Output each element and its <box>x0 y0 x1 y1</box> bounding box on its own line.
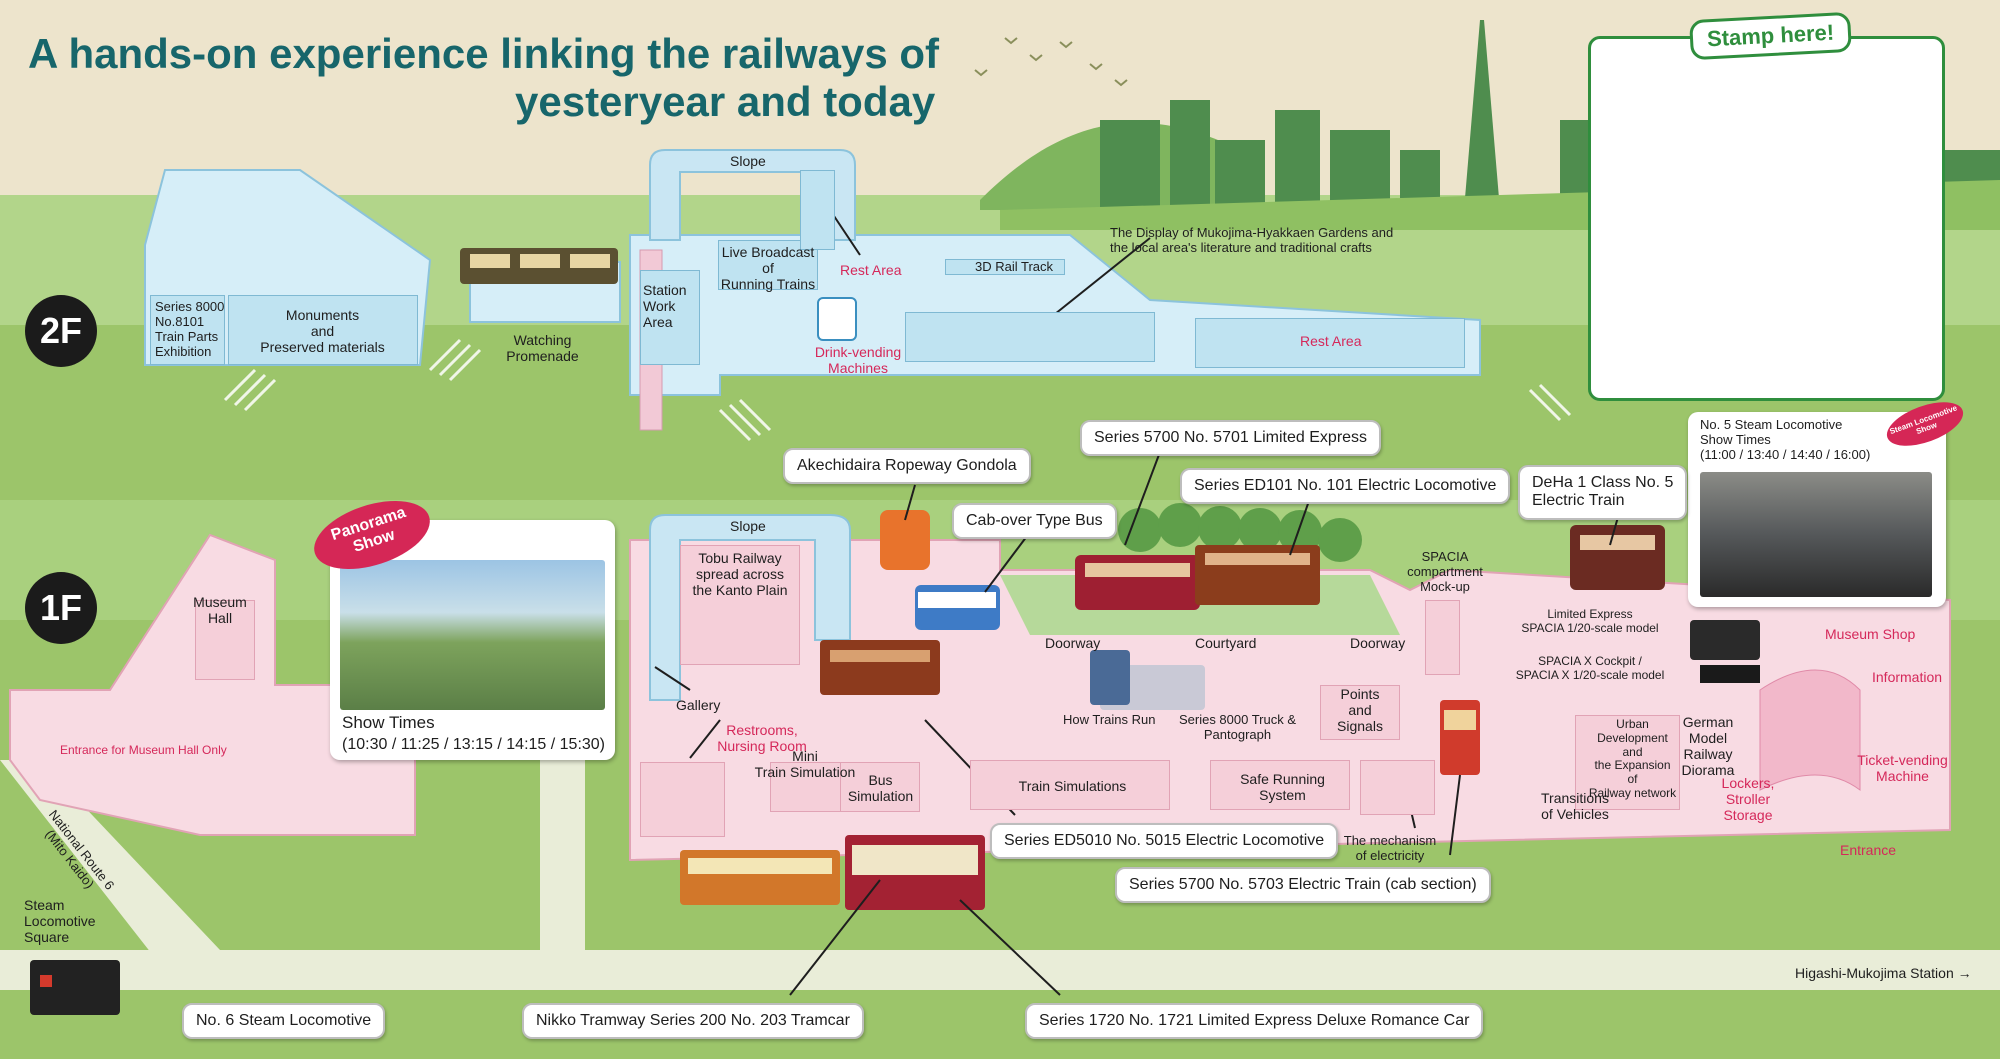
panorama-photo <box>340 560 605 710</box>
ticket-vending-label: Ticket-vending Machine <box>1857 752 1948 785</box>
panorama-show-times: (10:30 / 11:25 / 13:15 / 14:15 / 15:30) <box>342 736 606 753</box>
series-5703-callout: Series 5700 No. 5703 Electric Train (cab… <box>1115 867 1491 904</box>
floor-badge-2f: 2F <box>25 295 97 367</box>
train-sims-room <box>970 760 1170 810</box>
museum-shop-label: Museum Shop <box>1825 626 1916 642</box>
spacia-mock-room <box>1425 600 1460 675</box>
museum-hall-label: Museum Hall <box>193 594 247 627</box>
spacia-x-label: SPACIA X Cockpit / SPACIA X 1/20-scale m… <box>1515 654 1665 682</box>
lockers-label: Lockers, Stroller Storage <box>1721 775 1775 824</box>
no6-steam-callout: No. 6 Steam Locomotive <box>182 1003 386 1040</box>
steam-show-photo <box>1700 472 1932 597</box>
headline-line-1: A hands-on experience linking the railwa… <box>28 30 939 77</box>
entrance-label: Entrance <box>1840 842 1897 858</box>
doorway-label-1: Doorway <box>1045 635 1101 651</box>
points-room <box>1320 685 1400 740</box>
station-work-room <box>640 270 700 365</box>
entrance-hall-label: Entrance for Museum Hall Only <box>60 743 227 757</box>
display-room <box>905 312 1155 362</box>
headline-line-2: yesteryear and today <box>515 78 936 125</box>
monuments-room <box>228 295 418 365</box>
mechanism-label: The mechanism of electricity <box>1343 833 1437 863</box>
station-work-label: Station Work Area <box>643 282 687 331</box>
live-broadcast-label: Live Broadcast of Running Trains <box>720 244 816 293</box>
safe-running-room <box>1210 760 1350 810</box>
steam-show-text: No. 5 Steam Locomotive Show Times (11:00… <box>1700 417 1871 462</box>
rail-track-label: 3D Rail Track <box>975 259 1054 274</box>
museum-hall-room <box>195 600 255 680</box>
how-trains-label: How Trains Run <box>1063 712 1156 727</box>
bus-sim-label: Bus Simulation <box>847 772 914 805</box>
mini-train-room <box>770 762 845 812</box>
bus-sim-room <box>840 762 920 812</box>
mechanism-room <box>1360 760 1435 815</box>
drink-vending-label: Drink-vending Machines <box>814 344 902 377</box>
urban-label: Urban Development and the Expansion of R… <box>1588 717 1677 800</box>
train-sims-label: Train Simulations <box>1018 778 1127 794</box>
mini-train-label: Mini Train Simulation <box>754 748 856 781</box>
floor-badge-1f: 1F <box>25 572 97 644</box>
station-label: Higashi-Mukojima Station → <box>1795 965 1972 981</box>
stamp-box <box>1588 36 1945 401</box>
steam-show-card: No. 5 Steam Locomotive Show Times (11:00… <box>1688 412 1946 607</box>
stamp-label: Stamp here! <box>1689 11 1853 61</box>
ed5010-callout: Series ED5010 No. 5015 Electric Locomoti… <box>990 823 1339 860</box>
bus-callout: Cab-over Type Bus <box>952 503 1117 540</box>
series8000-exhibit-room <box>150 295 225 365</box>
rest-area-label-2: Rest Area <box>1300 333 1362 349</box>
display-label: The Display of Mukojima-Hyakkaen Gardens… <box>1110 225 1394 255</box>
truck-label: Series 8000 Truck & Pantograph <box>1178 712 1297 742</box>
panorama-show-times-title: Show Times <box>342 713 435 732</box>
spacia-mock-label: SPACIA compartment Mock-up <box>1407 549 1483 594</box>
rail-track-room <box>945 259 1065 275</box>
points-label: Points and Signals <box>1337 686 1383 735</box>
restrooms-label: Restrooms, Nursing Room <box>717 722 807 755</box>
spacia-scale-label: Limited Express SPACIA 1/20-scale model <box>1521 607 1659 635</box>
tramcar-callout: Nikko Tramway Series 200 No. 203 Tramcar <box>522 1003 864 1040</box>
transitions-label: Transitions of Vehicles <box>1541 790 1609 823</box>
slope-label-2f: Slope <box>730 153 766 169</box>
series8000-label: Series 8000 No.8101 Train Parts Exhibiti… <box>155 299 225 359</box>
rest-area-label-1: Rest Area <box>840 262 902 278</box>
steam-square-label: Steam Locomotive Square <box>24 897 96 946</box>
doorway-label-2: Doorway <box>1350 635 1406 651</box>
romance-car-callout: Series 1720 No. 1721 Limited Express Del… <box>1025 1003 1484 1040</box>
series-5701-callout: Series 5700 No. 5701 Limited Express <box>1080 420 1382 457</box>
restrooms-room <box>640 762 725 837</box>
rest-area-1-room <box>800 170 835 250</box>
ed101-callout: Series ED101 No. 101 Electric Locomotive <box>1180 468 1511 505</box>
information-label: Information <box>1872 669 1943 685</box>
gallery-label: Gallery <box>676 697 721 713</box>
safe-running-label: Safe Running System <box>1240 771 1325 804</box>
gondola-callout: Akechidaira Ropeway Gondola <box>783 448 1031 485</box>
watching-promenade-label: Watching Promenade <box>506 332 579 365</box>
rest-area-2-room <box>1195 318 1465 368</box>
urban-room <box>1575 715 1680 810</box>
tobu-railway-label: Tobu Railway spread across the Kanto Pla… <box>692 550 788 599</box>
courtyard-label: Courtyard <box>1195 635 1257 651</box>
german-label: German Model Railway Diorama <box>1681 714 1735 779</box>
deha-callout: DeHa 1 Class No. 5 Electric Train <box>1518 465 1688 520</box>
slope-label-1f: Slope <box>730 518 766 534</box>
tobu-diorama-room <box>680 545 800 665</box>
monuments-label: Monuments and Preserved materials <box>260 307 385 356</box>
